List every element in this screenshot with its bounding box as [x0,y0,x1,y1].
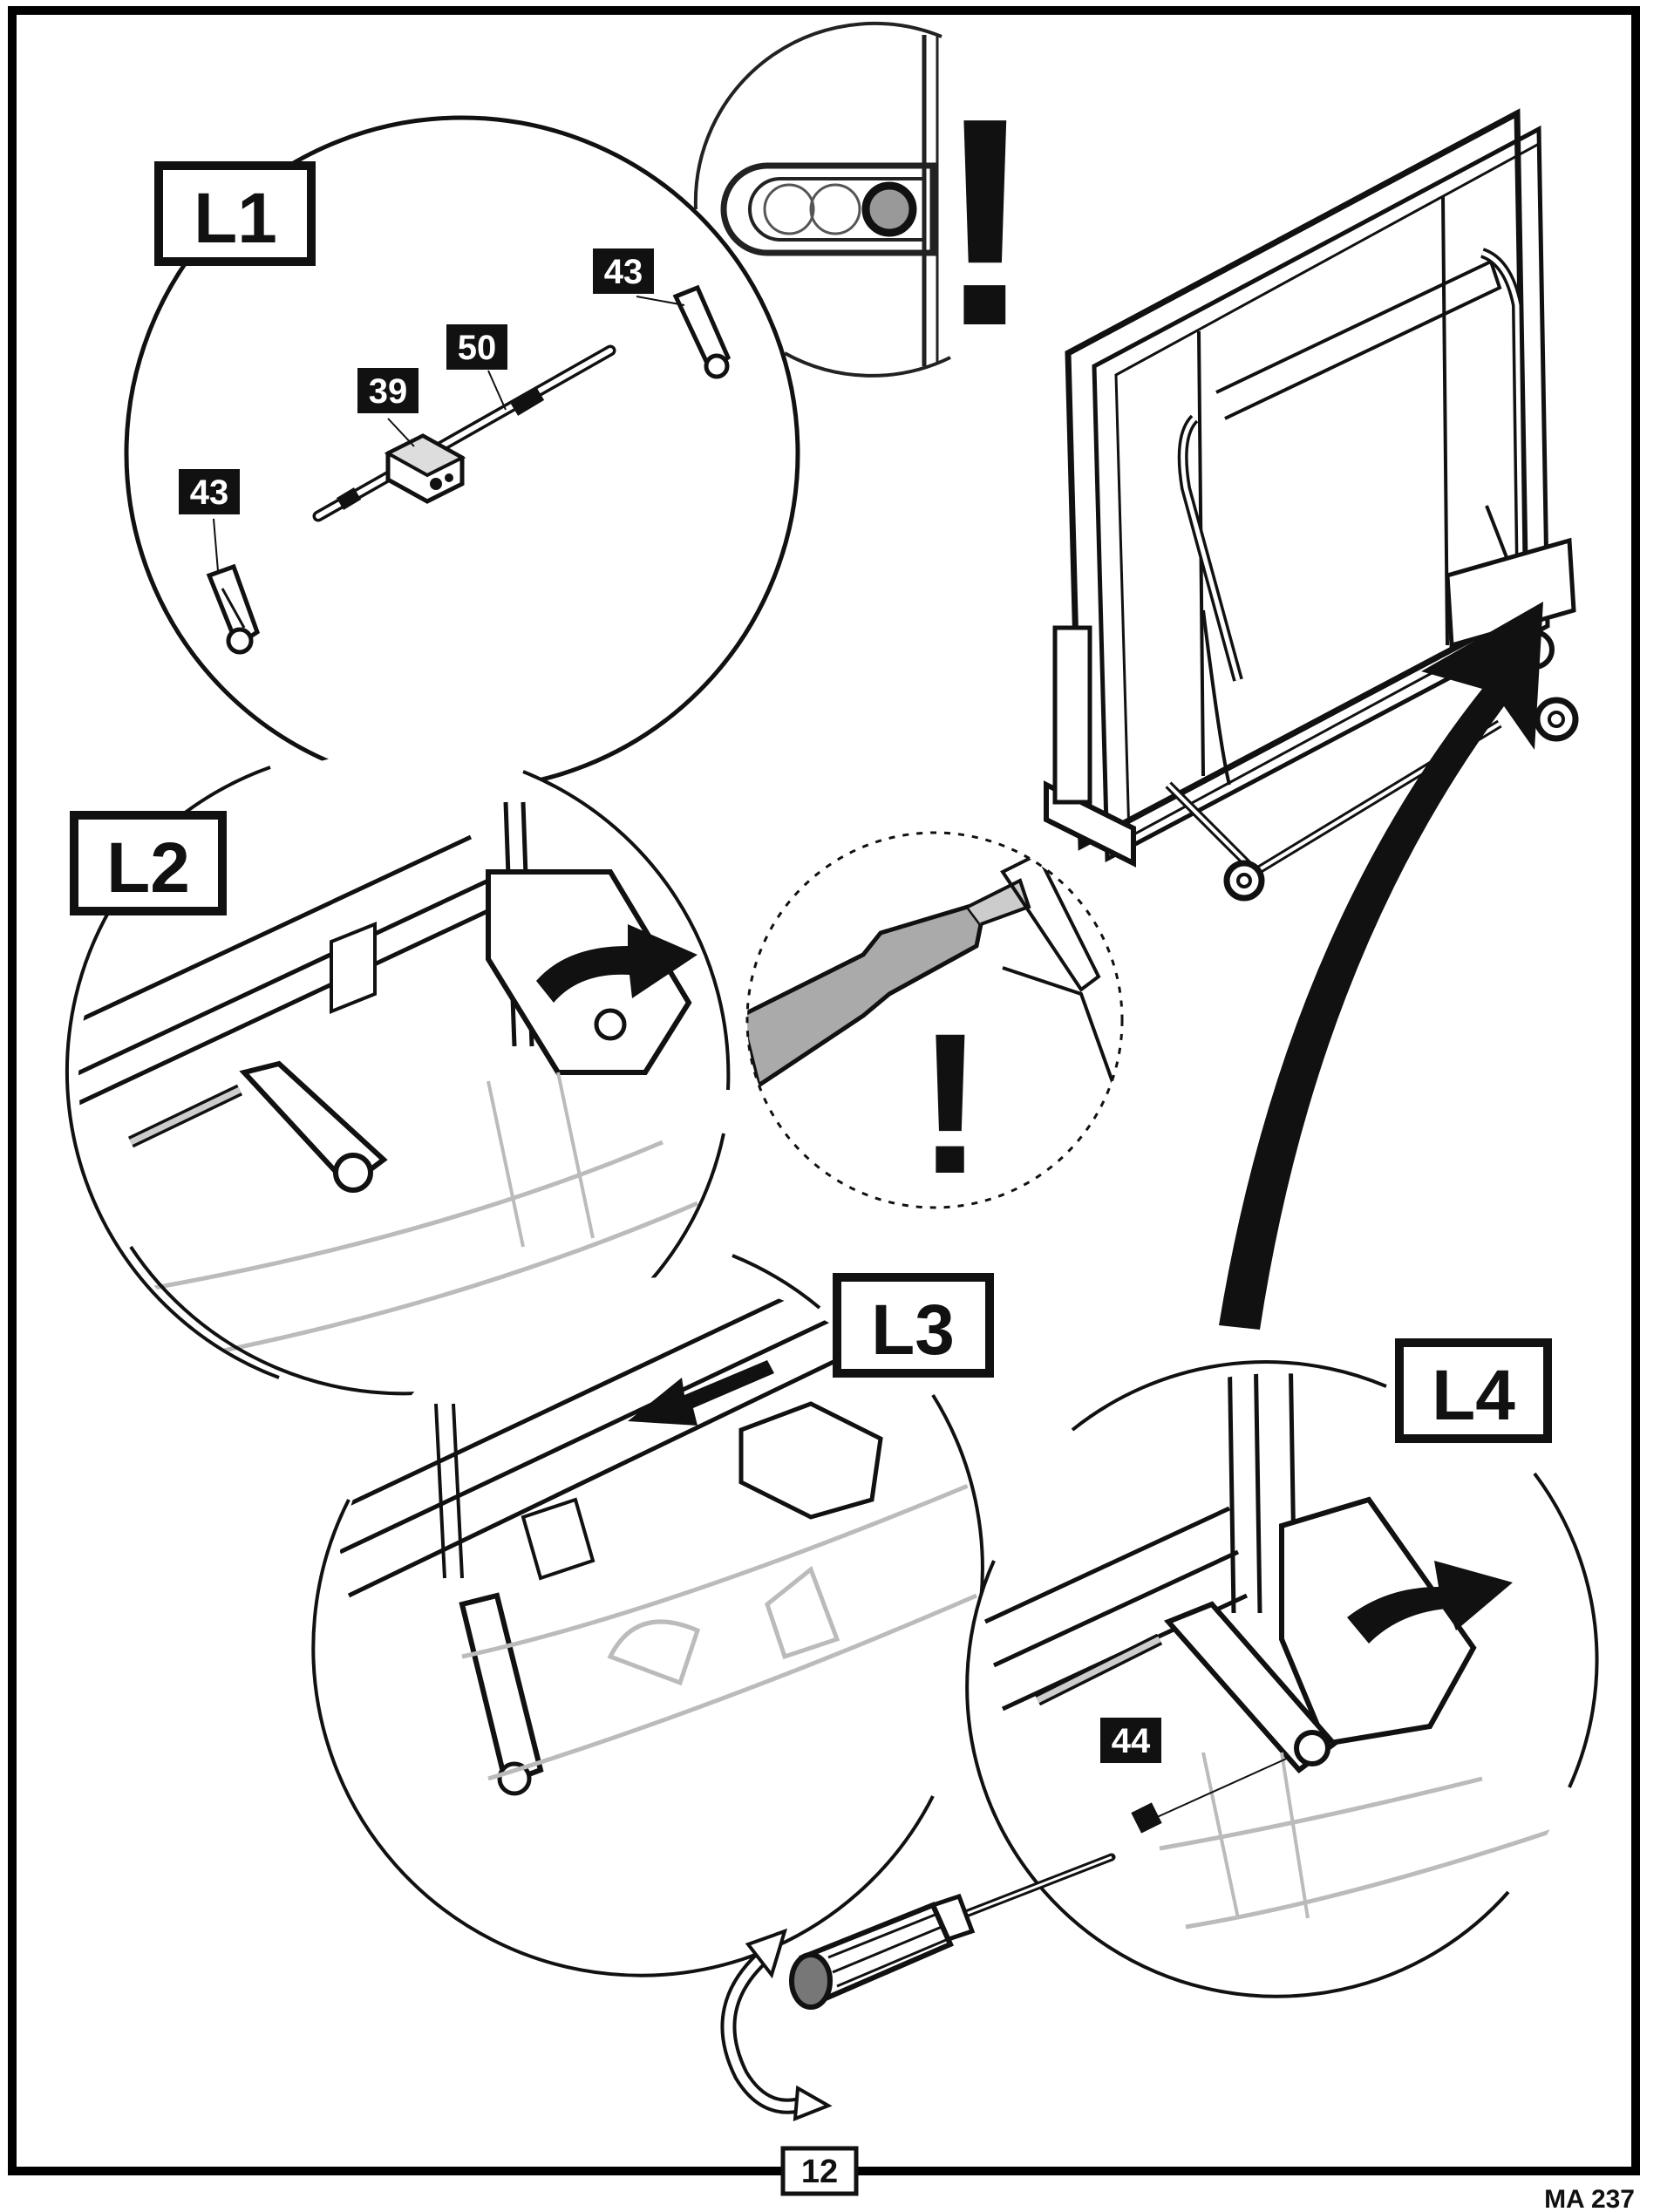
page-number-box [780,2146,859,2196]
part-label-43-top: 43 [604,253,643,291]
pin-icon [861,181,917,237]
detail-mid-outline [745,831,1124,1209]
step-label-l1: L1 [194,179,277,258]
crank-part-left [206,563,261,655]
detail-slot-top [689,20,1046,378]
document-code: MA 237 [1544,2185,1635,2212]
step-label-l4: L4 [1432,1356,1515,1435]
detail-top-outline [693,21,942,210]
part-label-43-left: 43 [190,473,229,512]
detail-top-outline-bottom [784,351,951,378]
part-label-44: 44 [1112,1722,1151,1760]
step-l4-panel: 44 [965,1360,1599,1998]
crank-part-top [672,284,732,379]
slide-arrow-icon [628,1360,774,1426]
part-label-39: 39 [369,372,408,411]
axle-part [312,344,616,522]
warning-mark-top: ! [936,57,1034,388]
rotate-icon [720,1928,833,2122]
warning-mark-mid: ! [917,991,984,1215]
step-l2-panel [65,750,732,1404]
rotate-arrow-icon-l4 [1347,1561,1513,1644]
step-label-l3: L3 [871,1290,955,1370]
block-part [384,433,466,504]
curved-arrow-icon [1219,602,1543,1330]
detail-tube-mid [747,833,1122,1208]
part-label-50: 50 [458,329,497,367]
step-label-l2: L2 [106,828,190,908]
screw-part [1131,1802,1162,1834]
page-number: 12 [801,2154,838,2190]
screwdriver-icon [789,1853,1116,2010]
rotate-arrow-icon [536,924,698,1003]
step-l3-panel [311,1254,990,1977]
folded-table-illustration [1044,108,1579,902]
